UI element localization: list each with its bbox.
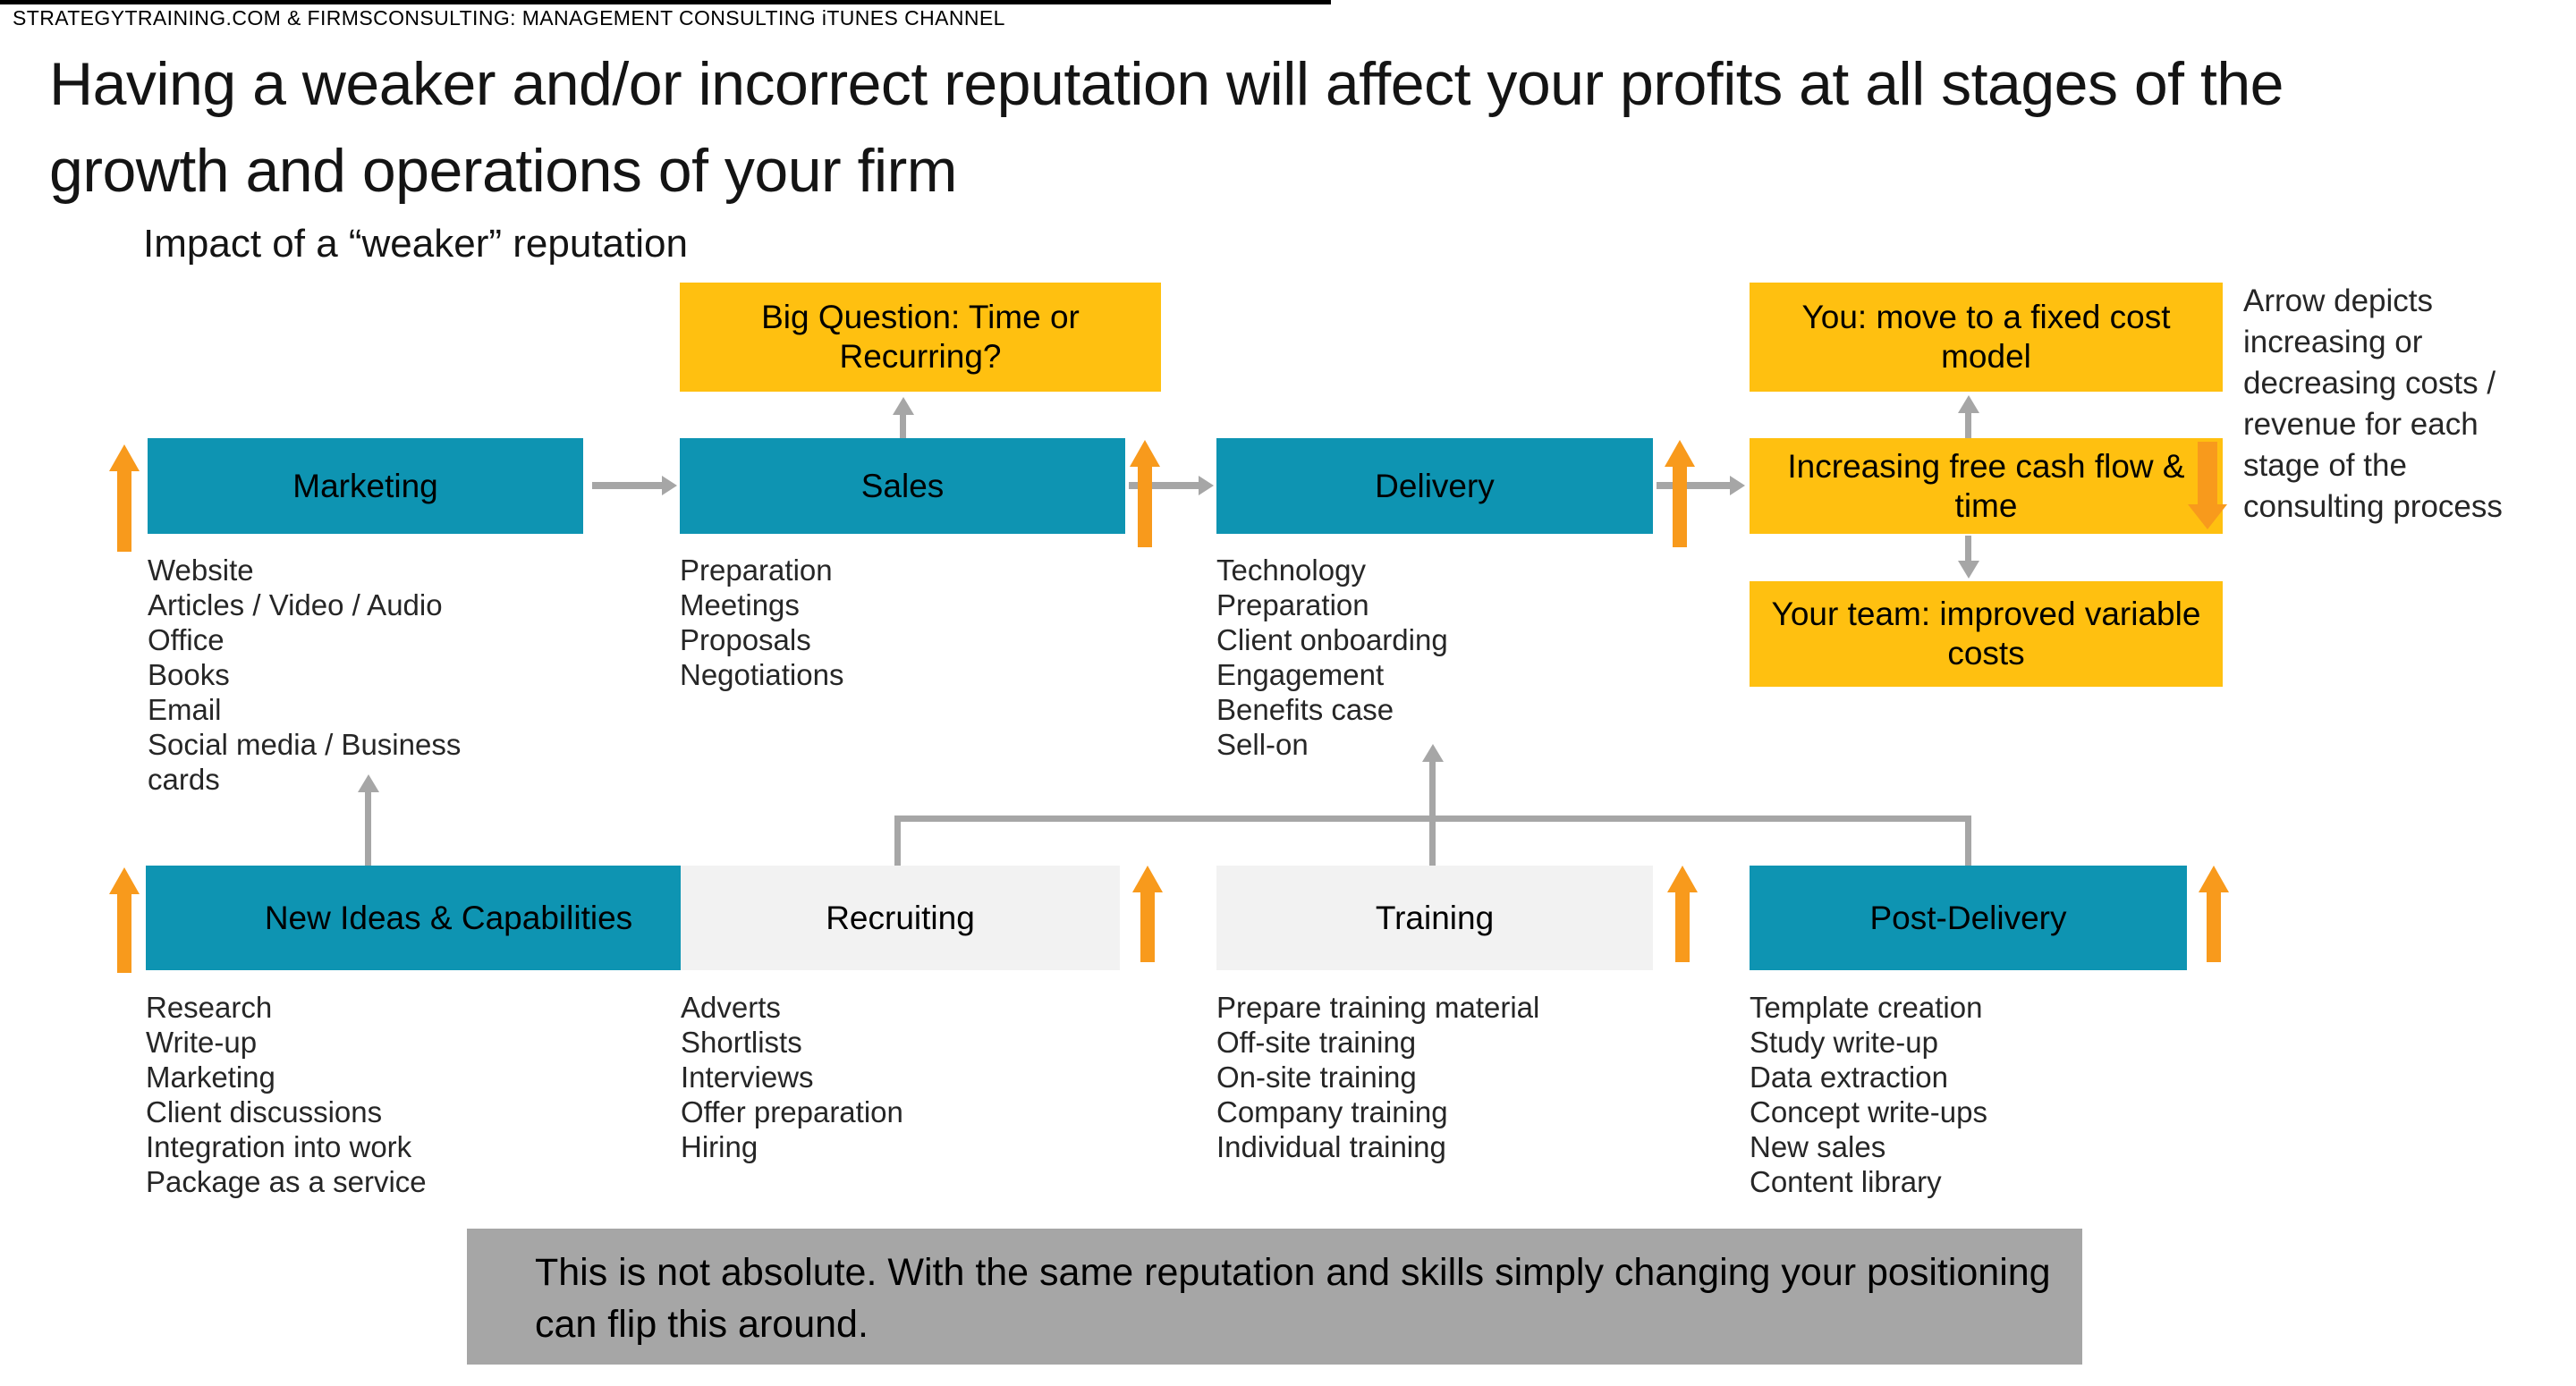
list-item: Preparation (680, 554, 833, 587)
stage-box-training: Training (1216, 866, 1653, 970)
stage-box-sales: Sales (680, 438, 1125, 534)
stage-list-recruiting: Adverts Shortlists Interviews Offer prep… (681, 990, 1110, 1164)
list-item: Adverts (681, 991, 781, 1024)
connector-new-ideas-to-marketing-icon (357, 774, 379, 866)
stage-box-new-ideas: New Ideas & Capabilities (146, 866, 751, 970)
flow-arrow-sales-to-delivery-icon (1129, 476, 1214, 495)
list-item: Marketing (146, 1061, 275, 1094)
list-item: Articles / Video / Audio (148, 588, 443, 621)
page-title: Having a weaker and/or incorrect reputat… (49, 50, 2284, 206)
connector-cash-to-fixed-cost-icon (1957, 395, 1979, 438)
flow-arrow-marketing-to-sales-icon (592, 476, 677, 495)
outcome-variable-costs-box: Your team: improved variable costs (1750, 581, 2223, 687)
footnote-text: This is not absolute. With the same repu… (535, 1251, 2051, 1346)
top-rule (0, 0, 1331, 4)
flow-arrow-delivery-to-cash-icon (1657, 476, 1745, 495)
stage-list-new-ideas: Research Write-up Marketing Client discu… (146, 990, 575, 1199)
list-item: Individual training (1216, 1130, 1446, 1163)
list-item: Study write-up (1750, 1026, 1938, 1059)
stage-box-recruiting: Recruiting (681, 866, 1120, 970)
up-arrow-marketing-icon (109, 444, 140, 552)
list-item: Client discussions (146, 1095, 383, 1128)
list-item: Template creation (1750, 991, 1983, 1024)
connector-line (1965, 816, 1971, 866)
list-item: Client onboarding (1216, 623, 1448, 656)
list-item: Social media / Business cards (148, 728, 462, 796)
up-arrow-post-delivery-icon (2199, 866, 2229, 962)
big-question-box: Big Question: Time or Recurring? (680, 283, 1161, 392)
list-item: Email (148, 693, 222, 726)
list-item: Sell-on (1216, 728, 1309, 761)
up-arrow-recruiting-icon (1132, 866, 1163, 962)
list-item: Office (148, 623, 225, 656)
list-item: Meetings (680, 588, 800, 621)
up-arrow-training-icon (1667, 866, 1698, 962)
list-item: Engagement (1216, 658, 1385, 691)
up-arrow-new-ideas-icon (109, 867, 140, 973)
list-item: Data extraction (1750, 1061, 1948, 1094)
stage-box-delivery: Delivery (1216, 438, 1653, 534)
list-item: Prepare training material (1216, 991, 1540, 1024)
connector-line (894, 816, 901, 866)
channel-header: STRATEGYTRAINING.COM & FIRMSCONSULTING: … (13, 6, 1005, 30)
stage-list-delivery: Technology Preparation Client onboarding… (1216, 553, 1646, 762)
list-item: Technology (1216, 554, 1366, 587)
list-item: Company training (1216, 1095, 1448, 1128)
arrow-legend-note: Arrow depicts increasing or decreasing c… (2243, 283, 2503, 524)
list-item: Integration into work (146, 1130, 412, 1163)
list-item: Website (148, 554, 254, 587)
list-item: On-site training (1216, 1061, 1417, 1094)
page-subtitle: Impact of a “weaker” reputation (143, 222, 688, 266)
stage-list-sales: Preparation Meetings Proposals Negotiati… (680, 553, 1109, 692)
list-item: Interviews (681, 1061, 814, 1094)
connector-cash-to-variable-costs-icon (1957, 536, 1979, 579)
list-item: Shortlists (681, 1026, 802, 1059)
list-item: New sales (1750, 1130, 1886, 1163)
stage-list-post-delivery: Template creation Study write-up Data ex… (1750, 990, 2179, 1199)
list-item: Books (148, 658, 230, 691)
list-item: Research (146, 991, 273, 1024)
list-item: Concept write-ups (1750, 1095, 1987, 1128)
connector-sales-to-question-icon (892, 397, 914, 438)
list-item: Negotiations (680, 658, 844, 691)
stage-list-marketing: Website Articles / Video / Audio Office … (148, 553, 541, 797)
list-item: Content library (1750, 1165, 1942, 1198)
stage-box-marketing: Marketing (148, 438, 583, 534)
up-arrow-sales-icon (1130, 440, 1160, 547)
outcome-cash-flow-box: Increasing free cash flow & time (1750, 438, 2223, 534)
list-item: Off-site training (1216, 1026, 1417, 1059)
list-item: Preparation (1216, 588, 1369, 621)
list-item: Proposals (680, 623, 811, 656)
outcome-fixed-cost-box: You: move to a fixed cost model (1750, 283, 2223, 392)
up-arrow-delivery-icon (1665, 440, 1695, 547)
footnote-banner: This is not absolute. With the same repu… (467, 1229, 2082, 1365)
list-item: Package as a service (146, 1165, 427, 1198)
list-item: Benefits case (1216, 693, 1394, 726)
list-item: Offer preparation (681, 1095, 903, 1128)
list-item: Write-up (146, 1026, 258, 1059)
connector-support-to-delivery-icon (1421, 744, 1444, 866)
stage-box-post-delivery: Post-Delivery (1750, 866, 2187, 970)
down-arrow-cash-flow-icon (2188, 442, 2227, 529)
list-item: Hiring (681, 1130, 758, 1163)
stage-list-training: Prepare training material Off-site train… (1216, 990, 1664, 1164)
